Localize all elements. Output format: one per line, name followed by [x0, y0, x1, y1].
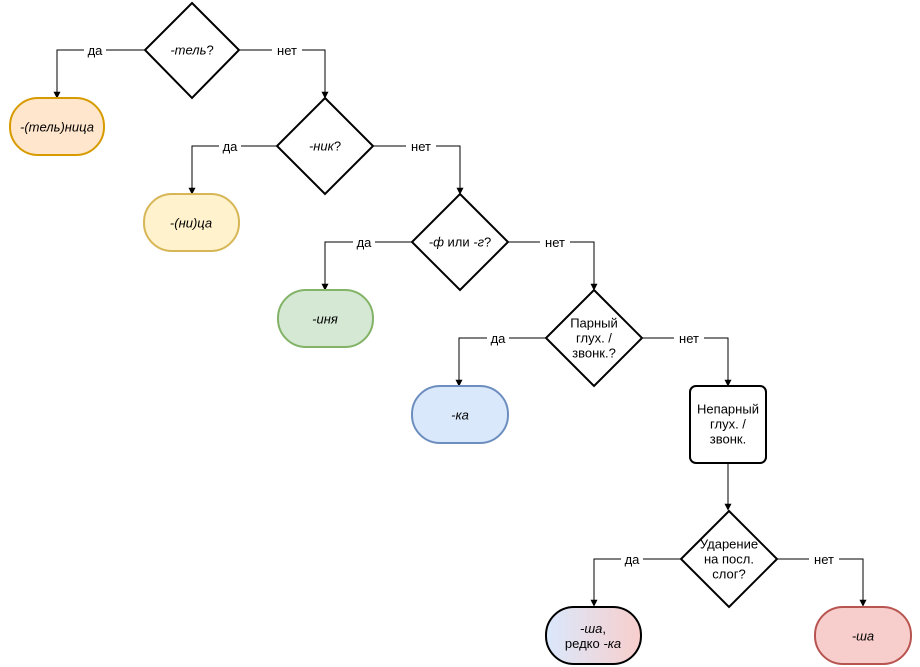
decision-tel-label: -тель?	[170, 43, 213, 58]
result-nitsa-label: -(ни)ца	[170, 216, 212, 231]
edge-label-yes: да	[357, 235, 373, 250]
italic-text: -(ни)ца	[170, 216, 212, 231]
plain-text: Непарный	[697, 402, 759, 417]
italic-text: -иня	[312, 312, 338, 327]
italic-text: -г	[473, 235, 484, 250]
italic-text: -ша	[580, 621, 602, 636]
result-sha-label: -ша	[852, 629, 874, 644]
result-inya-label: -иня	[312, 312, 338, 327]
edge-label-yes: да	[491, 331, 507, 346]
result-sha-ka[interactable]: -ша,редко -ка	[545, 606, 642, 665]
decision-tel[interactable]: -тель?	[143, 1, 241, 100]
plain-text: или	[444, 235, 473, 250]
text-line: -ка	[451, 408, 469, 423]
result-ka[interactable]: -ка	[411, 385, 509, 444]
edge-fg-yes	[321, 241, 412, 291]
edge-tel-yes	[53, 49, 145, 99]
result-inya[interactable]: -иня	[277, 289, 374, 348]
edge-pair-no	[642, 337, 732, 387]
italic-text: -ник	[309, 139, 335, 154]
edge-label-no: нет	[545, 235, 565, 250]
text-line: слог?	[712, 567, 745, 582]
italic-text: -тель	[170, 43, 206, 58]
decision-nik-label: -ник?	[309, 139, 341, 154]
edge-label-yes: да	[223, 139, 239, 154]
plain-text: ?	[334, 139, 341, 154]
plain-text: ?	[206, 43, 213, 58]
text-line: редко -ка	[565, 636, 621, 651]
text-line: -(тель)ница	[20, 120, 94, 135]
italic-text: -ка	[603, 636, 621, 651]
edge-stress-yes	[590, 558, 681, 607]
edge-labels: да нет да нет да нет да нет да нет	[84, 42, 839, 567]
result-sha-ka-label: -ша,редко -ка	[565, 621, 621, 651]
edge-pair-yes	[455, 337, 546, 387]
edge-stress-no	[777, 558, 867, 607]
plain-text: ,	[602, 621, 606, 636]
text-line: на посл.	[704, 552, 754, 567]
edge-label-yes: да	[625, 552, 641, 567]
edge-label-no: нет	[814, 552, 834, 567]
edge-label-no: нет	[679, 331, 699, 346]
decision-f-g-label: -ф или -г?	[429, 235, 492, 250]
edge-nik-yes	[188, 145, 277, 195]
plain-text: редко	[565, 636, 603, 651]
plain-text: ?	[484, 235, 491, 250]
edge-tel-no	[239, 49, 329, 99]
text-line: -(ни)ца	[170, 216, 212, 231]
edge-label-no: нет	[277, 43, 297, 58]
italic-text: -ка	[451, 408, 469, 423]
text-line: глух. /	[576, 331, 612, 346]
text-line: глух. /	[710, 417, 746, 432]
plain-text: Парный	[570, 316, 618, 331]
text-line: Парный	[570, 316, 618, 331]
edge-label-yes: да	[88, 43, 104, 58]
plain-text: глух. /	[710, 417, 746, 432]
text-line: -ф или -г?	[429, 235, 492, 250]
text-line: -иня	[312, 312, 338, 327]
text-line: Непарный	[697, 402, 759, 417]
edge-fg-no	[508, 241, 598, 291]
result-sha[interactable]: -ша	[814, 606, 912, 665]
result-telnitsa[interactable]: -(тель)ница	[9, 97, 105, 156]
result-nitsa[interactable]: -(ни)ца	[143, 193, 240, 252]
text-line: -ша	[852, 629, 874, 644]
text-line: Ударение	[700, 537, 758, 552]
decision-nik[interactable]: -ник?	[275, 96, 375, 196]
text-line: -ник?	[309, 139, 341, 154]
decision-f-g[interactable]: -ф или -г?	[410, 192, 510, 292]
italic-text: -(тель)ница	[20, 120, 94, 135]
italic-text: -ф	[429, 235, 444, 250]
text-line: -тель?	[170, 43, 213, 58]
text-line: -ша,	[580, 621, 606, 636]
edge-label-no: нет	[411, 139, 431, 154]
text-line: звонк.	[710, 432, 746, 447]
result-ka-label: -ка	[451, 408, 469, 423]
result-telnitsa-label: -(тель)ница	[20, 120, 94, 135]
plain-text: Ударение	[700, 537, 758, 552]
text-line: звонк.?	[572, 346, 616, 361]
plain-text: глух. /	[576, 331, 612, 346]
plain-text: звонк.?	[572, 346, 616, 361]
edges	[53, 49, 867, 607]
plain-text: звонк.	[710, 432, 746, 447]
plain-text: на посл.	[704, 552, 754, 567]
italic-text: -ша	[852, 629, 874, 644]
plain-text: слог?	[712, 567, 745, 582]
edge-nik-no	[373, 145, 464, 195]
